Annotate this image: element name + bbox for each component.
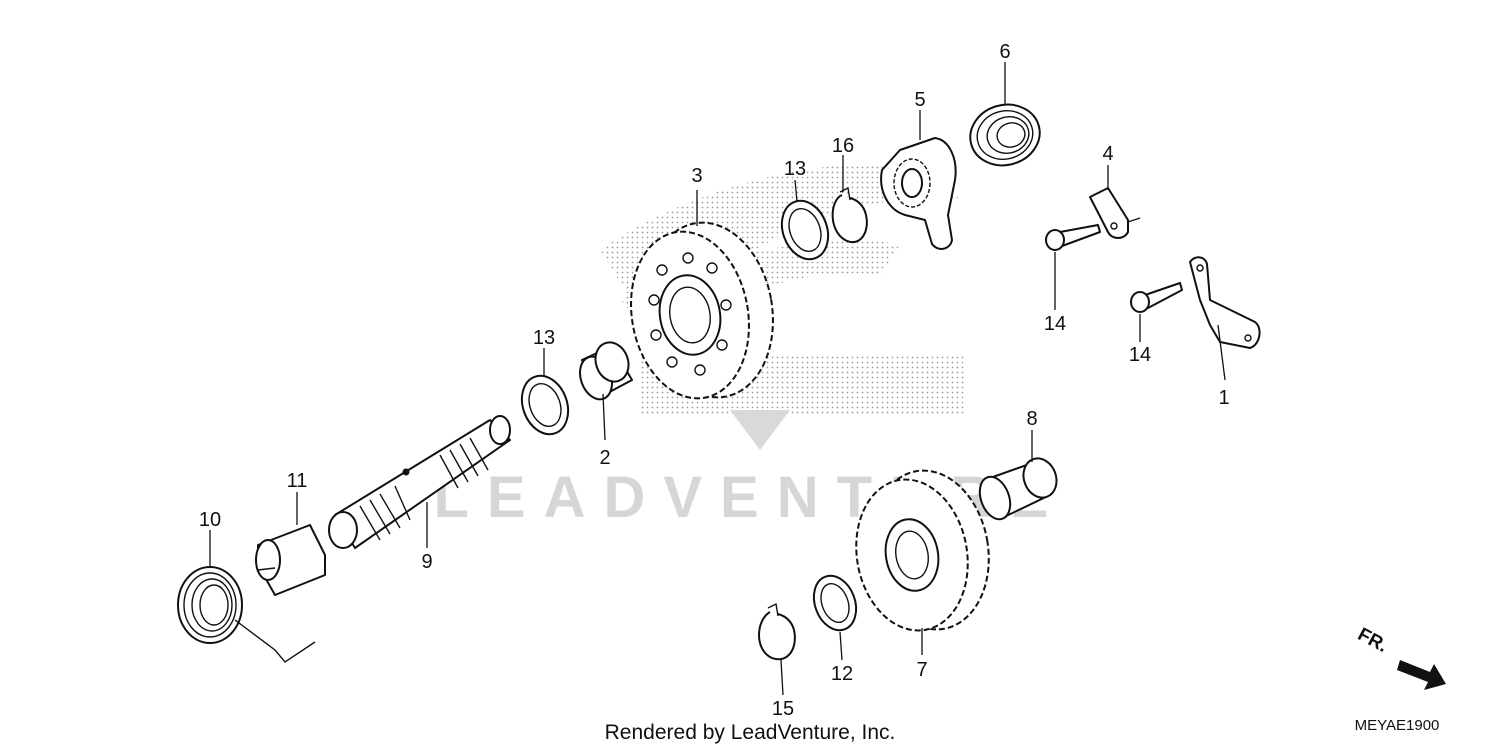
bolt-part-14-upper <box>1045 224 1101 251</box>
callout-13-upper: 13 <box>784 158 806 180</box>
callout-14-upper: 14 <box>1044 313 1066 335</box>
gear-part-3 <box>630 221 774 400</box>
callout-12: 12 <box>831 663 853 685</box>
front-direction-indicator: FR. <box>1354 624 1446 690</box>
credit-text: Rendered by LeadVenture, Inc. <box>605 721 896 744</box>
callout-10: 10 <box>199 509 221 531</box>
bushing-part-2 <box>579 341 633 401</box>
callout-3: 3 <box>691 165 702 187</box>
washer-part-12 <box>812 574 858 632</box>
diagram-code: MEYAE1900 <box>1355 717 1440 734</box>
bushing-part-8 <box>978 457 1058 521</box>
bolt-part-14-lower <box>1130 282 1183 313</box>
callout-7: 7 <box>916 659 927 681</box>
circlip-part-15 <box>758 602 796 661</box>
callout-11: 11 <box>287 470 308 492</box>
callout-13-lower: 13 <box>533 327 555 349</box>
direction-label: FR. <box>1354 624 1391 657</box>
leader-lines <box>209 62 1226 696</box>
callout-4: 4 <box>1102 143 1113 165</box>
gear-part-7 <box>855 469 990 632</box>
callout-16: 16 <box>832 135 854 157</box>
plate-part-1 <box>1189 256 1261 349</box>
ratchet-part-5 <box>880 137 957 250</box>
callout-2: 2 <box>599 447 610 469</box>
washer-part-13-upper <box>780 199 830 261</box>
callout-5: 5 <box>914 89 925 111</box>
watermark-wing-mark <box>730 410 790 450</box>
front-arrow-icon <box>1397 660 1446 690</box>
callout-9: 9 <box>421 551 432 573</box>
callout-14-lower: 14 <box>1129 344 1151 366</box>
callout-8: 8 <box>1026 408 1037 430</box>
callout-1: 1 <box>1218 387 1229 409</box>
shaft-part-9 <box>328 415 511 549</box>
callouts: 1 2 3 4 5 6 7 8 9 10 11 12 13 13 14 14 1… <box>199 41 1230 720</box>
callout-6: 6 <box>999 41 1010 63</box>
spring-part-10 <box>177 566 316 663</box>
circlip-part-16 <box>831 186 868 243</box>
washer-part-13-lower <box>520 374 570 436</box>
plate-part-4 <box>1089 187 1141 239</box>
spring-part-6 <box>969 103 1041 167</box>
collar-part-11 <box>255 524 326 596</box>
callout-15: 15 <box>772 698 794 720</box>
